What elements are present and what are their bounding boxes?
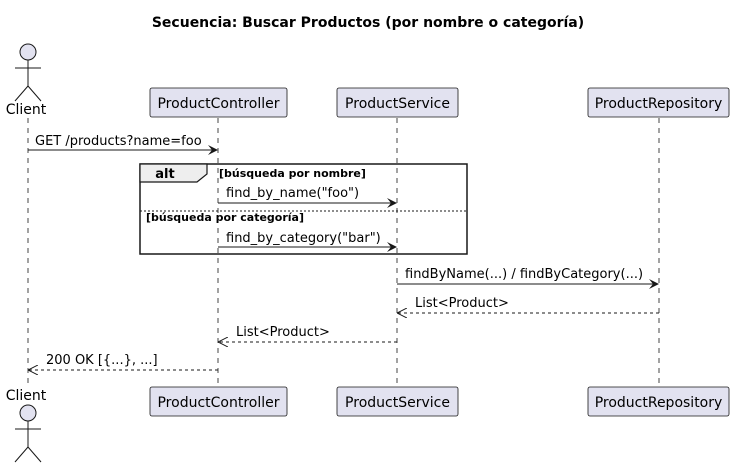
participant-service-label: ProductService [345,395,450,411]
alt-guard-category: [búsqueda por categoría] [146,211,304,224]
actor-client-top: Client [6,43,47,118]
actor-head-icon [19,404,37,422]
participant-repository-label: ProductRepository [595,96,723,112]
message-find-by-name: find_by_name("foo") [218,186,397,208]
alt-frame [139,163,468,255]
message-find-by-category: find_by_category("bar") [218,231,397,252]
participant-repository-label: ProductRepository [595,395,723,411]
participant-repository-bottom: ProductRepository [587,386,730,417]
message-find-repository: findByName(...) / findByCategory(...) [397,267,659,289]
alt-keyword: alt [155,167,174,182]
alt-guard-name: [búsqueda por nombre] [219,167,366,180]
participant-service-top: ProductService [336,87,459,118]
diagram-title: Secuencia: Buscar Productos (por nombre … [152,15,584,31]
message-label: List<Product> [415,296,509,311]
message-label: GET /products?name=foo [35,134,202,149]
alt-fragment: alt [búsqueda por nombre] [búsqueda por … [139,163,468,255]
message-get-products: GET /products?name=foo [28,134,218,155]
participant-client-label: Client [6,102,47,118]
message-label: 200 OK [{...}, ...] [46,353,158,368]
participant-client-label: Client [6,388,47,404]
actor-head-icon [19,43,37,61]
participant-repository-top: ProductRepository [587,87,730,118]
message-label: find_by_name("foo") [226,186,359,201]
participant-controller-label: ProductController [157,395,279,411]
participant-service-label: ProductService [345,96,450,112]
message-label: findByName(...) / findByCategory(...) [405,267,643,282]
message-return-list-controller: List<Product> [219,325,397,342]
alt-tab [139,163,208,183]
actor-client-bottom: Client [6,388,47,463]
message-return-ok: 200 OK [{...}, ...] [29,353,218,370]
message-label: find_by_category("bar") [226,231,381,246]
participant-service-bottom: ProductService [336,386,459,417]
message-label: List<Product> [236,325,330,340]
participant-controller-label: ProductController [157,96,279,112]
participant-controller-top: ProductController [149,87,288,118]
participant-controller-bottom: ProductController [149,386,288,417]
message-return-list-service: List<Product> [398,296,659,313]
